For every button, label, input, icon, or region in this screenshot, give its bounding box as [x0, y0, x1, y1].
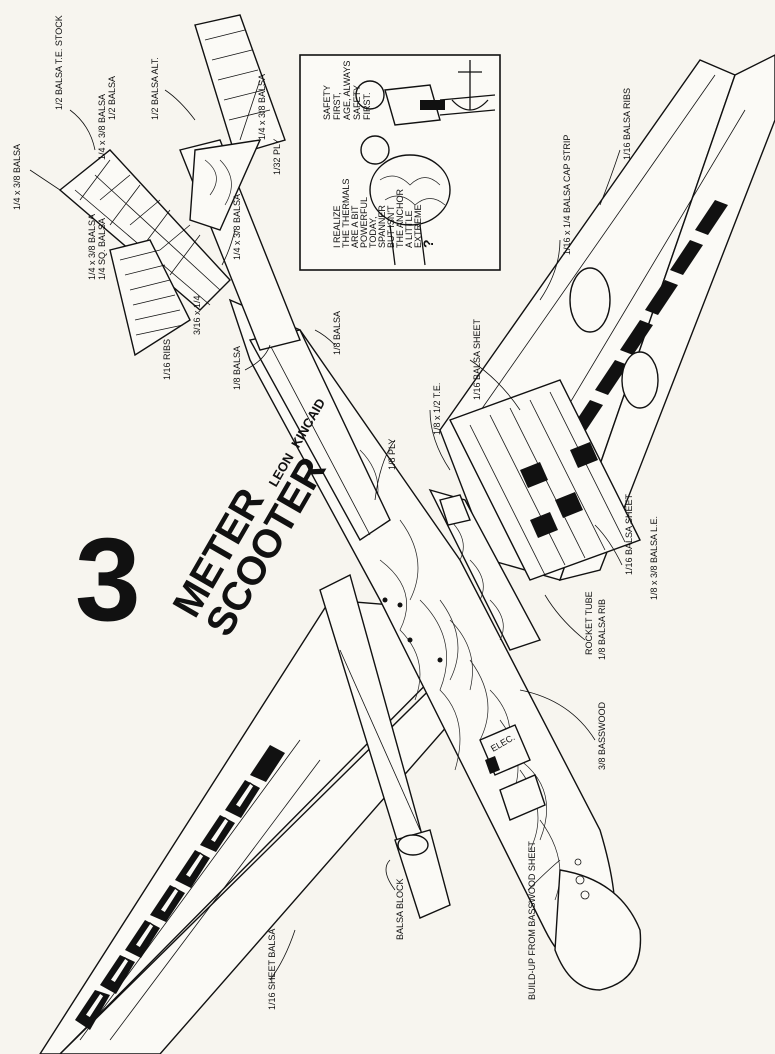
tail-assembly — [58, 14, 301, 357]
svg-text:?: ? — [420, 239, 436, 248]
label-rib-size: 3/16 x 1/4 — [192, 295, 202, 335]
label-boom-balsa-2: 1/8 BALSA — [332, 311, 342, 355]
figure-right — [355, 80, 496, 126]
svg-text:TODAY,: TODAY, — [368, 216, 378, 248]
label-balsa-sheet-2: 1/16 BALSA SHEET — [624, 493, 634, 575]
figure-left — [360, 135, 451, 266]
svg-text:THE ANCHOR: THE ANCHOR — [395, 188, 405, 248]
label-le: 1/8 x 3/8 BALSA L.E. — [649, 516, 659, 600]
label-balsa-alt: 1/2 BALSA ALT. — [150, 57, 160, 120]
right-wing-panel — [439, 54, 775, 581]
label-fin-balsa: 1/4 x 3/8 BALSA — [232, 194, 242, 260]
wing-joiner-parts — [428, 488, 542, 651]
label-balsa-half: 1/2 BALSA — [107, 76, 117, 120]
svg-text:POWERFUL: POWERFUL — [359, 197, 369, 248]
label-balsa-1: 1/4 x 3/8 BALSA — [97, 94, 107, 160]
svg-text:I REALIZE: I REALIZE — [332, 205, 342, 248]
label-tail-spar: 1/4 x 3/8 BALSA — [12, 144, 22, 210]
svg-text:A LITTLE: A LITTLE — [404, 210, 414, 248]
label-stab-spar: 1/4 x 3/8 BALSA — [87, 214, 97, 280]
svg-text:SPANNER: SPANNER — [377, 205, 387, 248]
label-sq-balsa: 1/4 SQ. BALSA — [97, 218, 107, 280]
speech-bubble-right: SAFETY FIRST, AGE, ALWAYS SAFETY FIRST. — [322, 61, 372, 120]
svg-text:AGE, ALWAYS: AGE, ALWAYS — [342, 61, 352, 120]
svg-text:SAFETY: SAFETY — [352, 85, 362, 120]
svg-text:ARE A BIT: ARE A BIT — [350, 205, 360, 248]
svg-text:SAFETY: SAFETY — [322, 85, 332, 120]
svg-text:FIRST,: FIRST, — [332, 92, 342, 120]
title-number: 3 — [75, 514, 141, 646]
label-balsa-sheet: 1/16 BALSA SHEET — [472, 318, 482, 400]
cartoon-panel: I REALIZE THE THERMALS ARE A BIT POWERFU… — [299, 54, 501, 271]
label-cap-strip: 1/16 x 1/4 BALSA CAP STRIP — [562, 135, 572, 255]
leader-lines — [29, 79, 623, 981]
callout-labels: 1/4 x 3/8 BALSA 1/2 BALSA T.E. STOCK 1/4… — [12, 15, 659, 1010]
svg-text:BUT ISN'T: BUT ISN'T — [386, 205, 396, 248]
label-fin-spar: 1/4 x 3/8 BALSA — [257, 74, 267, 140]
label-basswood: 3/8 BASSWOOD — [597, 701, 607, 770]
label-wing-ribs: 1/16 BALSA RIBS — [622, 88, 632, 160]
label-ply: 1/32 PLY — [272, 139, 282, 175]
label-boom-balsa: 1/8 BALSA — [232, 346, 242, 390]
label-balsa-block: BALSA BLOCK — [395, 878, 405, 940]
label-sheet-balsa: 1/16 SHEET BALSA — [267, 929, 277, 1010]
svg-text:FIRST.: FIRST. — [362, 92, 372, 120]
label-build-up: BUILD-UP FROM BASSWOOD SHEET — [527, 841, 537, 1000]
svg-text:EXTREME: EXTREME — [413, 204, 423, 248]
label-ribs: 1/16 RIBS — [162, 339, 172, 380]
speech-bubble-left: I REALIZE THE THERMALS ARE A BIT POWERFU… — [332, 179, 436, 248]
label-te-stock: 1/2 BALSA T.E. STOCK — [54, 15, 64, 110]
label-te: 1/8 x 1/2 T.E. — [432, 383, 442, 435]
svg-text:THE THERMALS: THE THERMALS — [341, 179, 351, 248]
label-rocket-tube: ROCKET TUBE — [584, 591, 594, 655]
label-ply-doubler: 1/8 PLY — [387, 439, 397, 470]
balsa-block — [319, 573, 451, 919]
label-balsa-rib: 1/8 BALSA RIB — [597, 599, 607, 660]
